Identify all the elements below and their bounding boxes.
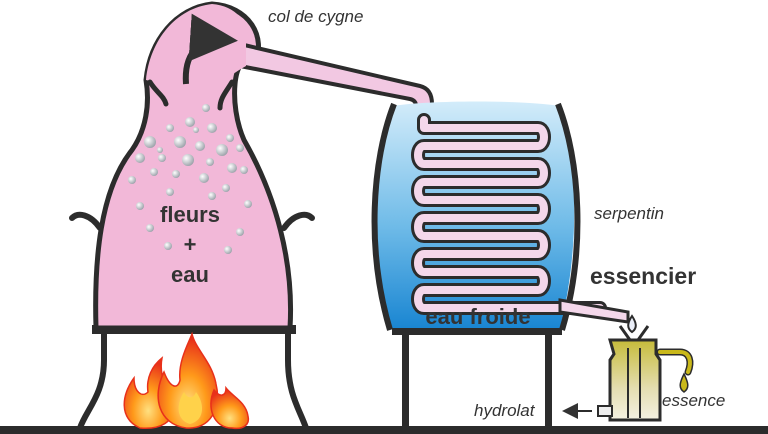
coil [411, 113, 607, 315]
contents-label-1: fleurs [160, 202, 220, 227]
ground-line [0, 426, 768, 434]
condenser-stand-leg-left [402, 335, 409, 427]
still-stand-leg-left [77, 334, 107, 430]
handle-right [281, 211, 315, 231]
still-stand-leg-right [285, 334, 309, 429]
separator-label: essencier [590, 263, 696, 289]
separator [562, 314, 694, 422]
contents-label-3: eau [171, 262, 209, 287]
hydrosol-outlet [597, 405, 613, 417]
hydrosol-label: hydrolat [474, 401, 536, 420]
bubbles [128, 104, 252, 254]
tank-wall-left [371, 102, 397, 331]
coil-label: serpentin [594, 204, 664, 223]
flame-inner-center [178, 392, 203, 424]
cold-water-label: eau froide [425, 304, 530, 329]
still: fleurs + eau [69, 1, 434, 430]
still-pot [93, 1, 294, 331]
condenser: eau froide [371, 101, 630, 427]
vapor-arrow-icon [182, 13, 238, 85]
drip-drop [627, 314, 637, 334]
condenser-stand-top [392, 326, 562, 335]
oil-drop [679, 372, 689, 393]
neck-label: col de cygne [268, 7, 363, 26]
oil-spout-inner [658, 350, 692, 374]
tank-wall-right [555, 102, 581, 331]
separator-flask [608, 338, 662, 422]
handle-left [69, 211, 103, 231]
shoulder-right [217, 79, 235, 111]
contents-label-2: + [184, 232, 197, 257]
shoulder-left [147, 79, 169, 107]
oil-label: essence [662, 391, 725, 410]
fire [123, 331, 250, 430]
flame-right [210, 385, 250, 430]
condenser-stand-leg-right [545, 335, 552, 427]
